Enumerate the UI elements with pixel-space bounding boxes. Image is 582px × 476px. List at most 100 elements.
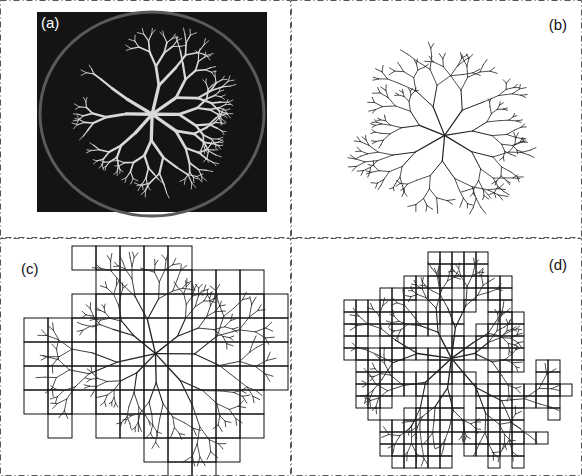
count-box xyxy=(192,390,216,414)
panel-border xyxy=(0,238,291,476)
branch-line xyxy=(384,427,389,435)
branch-line xyxy=(123,262,125,269)
branch-line xyxy=(231,314,233,321)
branch-line xyxy=(188,175,192,183)
count-box xyxy=(144,270,168,294)
branch-line xyxy=(511,338,518,343)
branch-line xyxy=(401,325,408,330)
branch-line xyxy=(472,122,487,131)
branch-line xyxy=(90,143,94,145)
branch-line xyxy=(207,54,214,56)
branch-line xyxy=(521,126,526,127)
branch-line xyxy=(429,56,433,62)
branch-line xyxy=(374,380,382,390)
branch-line xyxy=(403,92,404,96)
branch-line xyxy=(227,114,231,118)
branch-line xyxy=(137,354,156,373)
branch-line xyxy=(414,70,418,78)
branch-line xyxy=(493,178,504,179)
branch-line xyxy=(159,174,164,185)
branch-line xyxy=(218,416,220,425)
count-box xyxy=(392,420,404,432)
branch-line xyxy=(499,120,509,121)
count-box xyxy=(488,420,500,432)
branch-line xyxy=(221,311,225,312)
panel-border xyxy=(292,239,582,476)
branch-line xyxy=(159,291,173,299)
branch-line xyxy=(512,452,514,461)
branch-line xyxy=(531,437,537,442)
branch-line xyxy=(430,69,437,85)
branch-line xyxy=(455,178,460,190)
branch-line xyxy=(151,140,163,157)
branch-line xyxy=(129,393,134,407)
branch-line xyxy=(440,295,447,308)
branch-line xyxy=(416,91,433,107)
count-box xyxy=(488,372,500,384)
branch-line xyxy=(132,258,134,267)
branch-line xyxy=(471,422,476,424)
branch-line xyxy=(195,354,220,366)
branch-line xyxy=(206,83,208,89)
branch-line xyxy=(418,354,452,359)
branch-line xyxy=(255,366,265,374)
branch-line xyxy=(512,363,516,367)
branch-line xyxy=(207,159,213,162)
branch-line xyxy=(127,407,129,417)
count-box xyxy=(344,348,356,360)
branch-line xyxy=(242,298,249,300)
branch-line xyxy=(77,122,84,124)
branch-line xyxy=(386,90,388,97)
count-box xyxy=(380,348,392,360)
branch-line xyxy=(503,80,506,83)
branch-line xyxy=(473,198,476,207)
branch-line xyxy=(215,92,220,96)
branch-line xyxy=(428,42,431,48)
branch-line xyxy=(415,205,416,212)
count-box xyxy=(120,318,144,342)
branch-line xyxy=(116,403,118,407)
count-box xyxy=(356,336,368,348)
branch-line xyxy=(134,253,138,258)
branch-line xyxy=(205,68,211,70)
branch-line xyxy=(508,385,516,388)
branch-line xyxy=(375,132,381,133)
branch-line xyxy=(149,41,150,52)
branch-line xyxy=(219,90,223,91)
branch-line xyxy=(176,96,198,99)
branch-line xyxy=(157,420,159,433)
count-box xyxy=(512,420,524,432)
branch-line xyxy=(144,185,147,191)
branch-line xyxy=(221,391,233,392)
branch-line xyxy=(451,266,454,271)
branch-line xyxy=(163,157,177,167)
branch-line xyxy=(126,49,131,51)
branch-line xyxy=(420,326,438,333)
branch-line xyxy=(256,391,262,396)
branch-line xyxy=(173,34,176,38)
branch-line xyxy=(221,102,228,103)
count-box xyxy=(524,432,536,444)
branch-line xyxy=(198,288,199,296)
branch-line xyxy=(99,150,109,152)
count-box xyxy=(440,300,452,312)
branch-line xyxy=(109,146,121,152)
branch-line xyxy=(416,64,417,70)
branch-line xyxy=(521,150,530,152)
branch-line xyxy=(186,35,190,43)
branch-line xyxy=(215,95,221,96)
branch-line xyxy=(484,196,489,199)
count-box xyxy=(168,438,192,462)
branch-line xyxy=(487,121,499,122)
branch-line xyxy=(162,255,166,260)
branch-line xyxy=(45,377,56,378)
branch-line xyxy=(149,383,156,402)
branch-line xyxy=(196,51,199,55)
branch-line xyxy=(448,388,454,410)
count-box xyxy=(428,288,440,300)
branch-line xyxy=(224,307,235,316)
count-box xyxy=(168,270,192,294)
branch-line xyxy=(385,85,386,91)
branch-line xyxy=(404,97,409,102)
branch-line xyxy=(207,151,209,158)
